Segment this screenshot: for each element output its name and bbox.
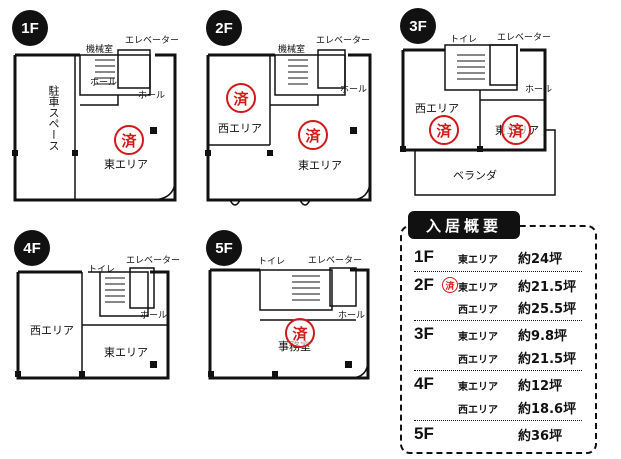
elevator-label: エレベーター — [497, 33, 552, 43]
floor-badge-4f: 4F — [14, 230, 50, 266]
summary-floor: 4F — [414, 374, 434, 393]
floor-plan-5f: 5F トイレ エレベーター ホール 事務室 済 — [200, 220, 400, 420]
summary-row: 4F 東エリア 約12坪 — [414, 374, 589, 394]
occupied-stamp: 済 — [285, 318, 315, 348]
summary-divider — [414, 320, 582, 321]
west-area-label: 西エリア — [218, 122, 262, 135]
summary-area: 西エリア — [458, 355, 498, 366]
summary-area: 東エリア — [458, 332, 498, 343]
summary-floor: 3F — [414, 324, 434, 343]
elevator-label: エレベーター — [316, 36, 371, 46]
toilet-label: トイレ — [450, 35, 478, 45]
summary-area: 東エリア — [458, 382, 498, 393]
west-area-label: 西エリア — [415, 102, 459, 115]
summary-area: 西エリア — [458, 305, 498, 316]
summary-title: 入居概要 — [408, 211, 520, 239]
summary-divider — [414, 271, 582, 272]
summary-row: 西エリア 約18.6坪 — [414, 397, 589, 417]
west-area-label: 西エリア — [30, 324, 74, 337]
floor-badge-5f: 5F — [206, 230, 242, 266]
hall-label: ホール — [90, 78, 118, 88]
summary-row: 5F 約36坪 — [414, 424, 589, 444]
floor-plan-1f: 1F 機械室 エレベーター ホール ホール 駐車スペース 東エリア 済 — [0, 0, 200, 215]
hall-label: ホール — [140, 311, 168, 321]
summary-area: 東エリア — [458, 283, 498, 294]
veranda-label: ベランダ — [453, 169, 497, 182]
floor-2f-lines — [205, 49, 372, 206]
east-area-label: 東エリア — [104, 346, 148, 359]
floor-1f-lines — [12, 49, 177, 202]
floor-4f-lines — [15, 267, 170, 380]
summary-row: 3F 東エリア 約9.8坪 — [414, 324, 589, 344]
summary-size: 約12坪 — [518, 379, 563, 394]
east-area-label: 東エリア — [298, 159, 342, 172]
hall-label: ホール — [340, 85, 368, 95]
occupied-stamp: 済 — [429, 115, 459, 145]
summary-size: 約21.5坪 — [518, 280, 577, 295]
toilet-label: トイレ — [258, 257, 286, 267]
machine-room-label: 機械室 — [278, 45, 306, 55]
occupied-stamp: 済 — [298, 120, 328, 150]
toilet-label: トイレ — [88, 265, 116, 275]
summary-area: 西エリア — [458, 405, 498, 416]
hall-label: ホール — [338, 311, 366, 321]
summary-divider — [414, 370, 582, 371]
occupied-stamp: 済 — [501, 115, 531, 145]
summary-area: 東エリア — [458, 255, 498, 266]
floor-plan-2f: 2F 機械室 エレベーター ホール 西エリア 東エリア 済 済 — [200, 0, 400, 215]
hall-label: ホール — [525, 85, 553, 95]
summary-size: 約21.5坪 — [518, 352, 577, 367]
summary-row: 西エリア 約21.5坪 — [414, 347, 589, 367]
floor-plan-4f: 4F トイレ エレベーター ホール 西エリア 東エリア — [0, 220, 200, 420]
occupied-stamp: 済 — [114, 125, 144, 155]
east-area-label: 東エリア — [104, 158, 148, 171]
occupied-stamp: 済 — [442, 277, 458, 293]
summary-size: 約9.8坪 — [518, 329, 568, 344]
summary-size: 約18.6坪 — [518, 402, 577, 417]
summary-floor: 5F — [414, 424, 434, 443]
occupancy-summary-box: 入居概要 1F 東エリア 約24坪 2F 済 東エリア 約21.5坪 西エリア … — [400, 211, 597, 454]
summary-divider — [414, 420, 582, 421]
occupied-stamp: 済 — [226, 83, 256, 113]
floor-plan-3f: 3F トイレ エレベーター ホール 西エリア 東エリア ベランダ 済 済 — [395, 0, 621, 215]
floor-badge-3f: 3F — [400, 8, 436, 44]
summary-floor: 2F — [414, 275, 434, 294]
summary-size: 約24坪 — [518, 252, 563, 267]
summary-row: 西エリア 約25.5坪 — [414, 297, 589, 317]
floor-badge-1f: 1F — [12, 10, 48, 46]
summary-size: 約36坪 — [518, 429, 563, 444]
parking-space-label: 駐車スペース — [47, 85, 60, 151]
summary-floor: 1F — [414, 247, 434, 266]
elevator-label: エレベーター — [308, 256, 363, 266]
summary-row: 2F 済 東エリア 約21.5坪 — [414, 275, 589, 295]
machine-room-label: 機械室 — [86, 45, 114, 55]
elevator-label: エレベーター — [126, 256, 181, 266]
floor-badge-2f: 2F — [206, 10, 242, 46]
hall-label: ホール — [138, 91, 166, 101]
summary-size: 約25.5坪 — [518, 302, 577, 317]
elevator-label: エレベーター — [125, 36, 180, 46]
summary-row: 1F 東エリア 約24坪 — [414, 247, 589, 267]
floor-3f-lines — [400, 44, 556, 196]
